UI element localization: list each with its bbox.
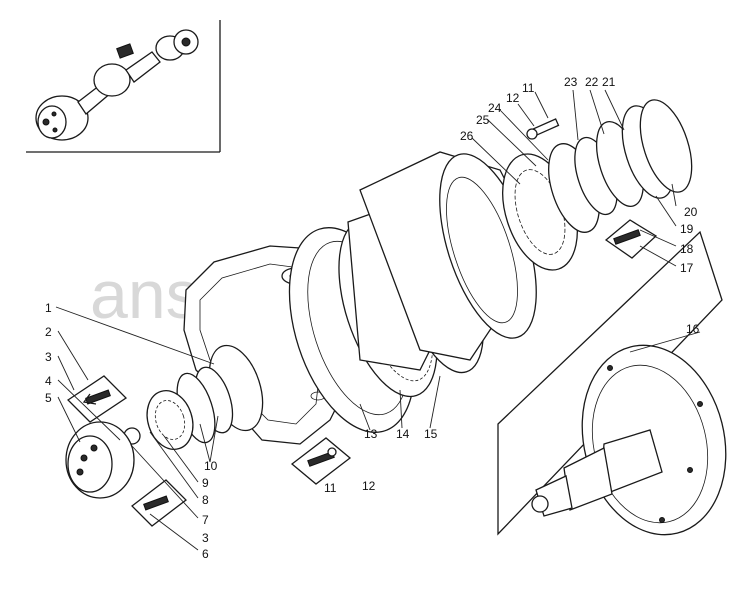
callout-17: 17 [680,261,694,275]
final-drive-housing [183,151,537,445]
callout-10: 10 [204,459,218,473]
callout-22: 22 [585,75,599,89]
callout-5: 5 [45,391,52,405]
callout-18: 18 [680,242,694,256]
callout-16: 16 [686,322,700,336]
callout-11-lower: 11 [324,481,337,495]
callout-2: 2 [45,325,52,339]
callout-21: 21 [602,75,616,89]
callout-12-lower: 12 [362,479,376,493]
callout-25: 25 [476,113,490,127]
callout-23: 23 [564,75,578,89]
callout-19: 19 [680,222,694,236]
callout-11-upper: 11 [522,81,535,95]
callout-15: 15 [424,427,438,441]
callout-1: 1 [45,301,52,315]
callout-6: 6 [202,547,209,561]
callout-7: 7 [202,513,209,527]
bolt-group-3-6 [131,479,187,527]
callout-14: 14 [396,427,410,441]
bolt-group-2-3 [66,375,128,423]
callout-9: 9 [202,476,209,490]
bolt-group-17-18 [604,219,658,259]
right-bearing-stack [502,99,693,271]
callout-3: 3 [45,350,52,364]
left-hub-stack [65,344,264,499]
callout-20: 20 [684,205,698,219]
bolt-group-11-12 [290,437,352,485]
callout-12-upper: 12 [506,91,520,105]
callout-8: 8 [202,493,209,507]
callout-26: 26 [460,129,474,143]
flange-shaft-16 [497,230,727,536]
callout-24: 24 [488,101,502,115]
leader-lines [55,89,701,551]
callout-3-lower: 3 [202,531,209,545]
callout-4: 4 [45,374,52,388]
inset-axle-sketch [26,20,221,153]
callout-13: 13 [364,427,378,441]
callout-labels: 1 2 3 4 5 6 7 8 9 10 3 11 12 13 14 15 16… [45,75,700,561]
